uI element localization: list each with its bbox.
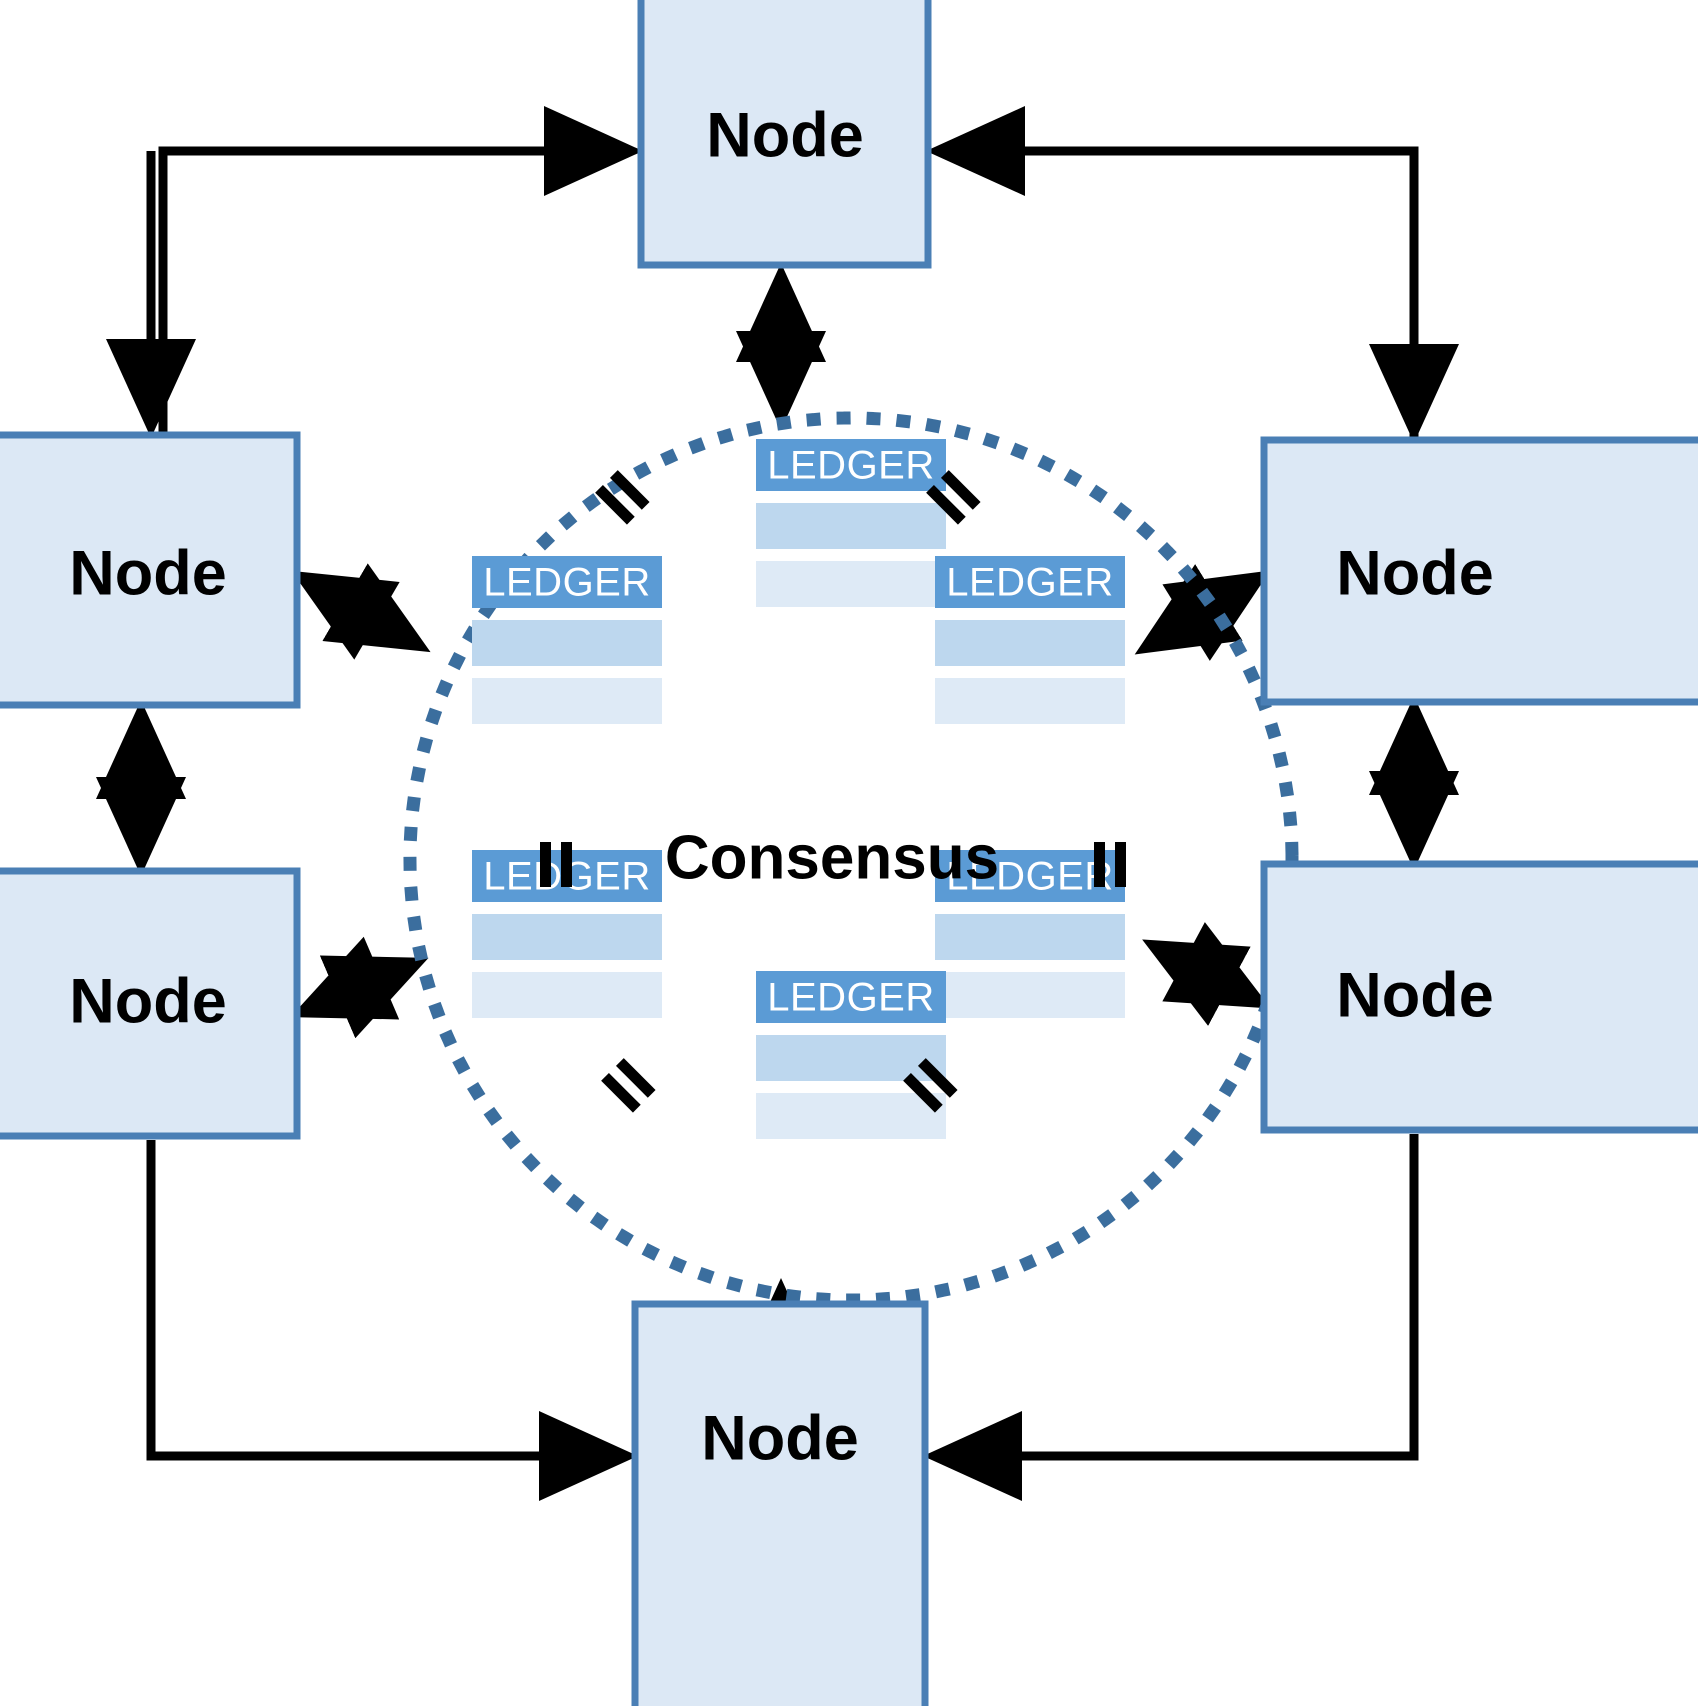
node-left-lower[interactable]: Node xyxy=(0,867,301,1140)
consensus-label: Consensus xyxy=(665,823,999,892)
ledger-top-row-2 xyxy=(756,561,946,607)
spoke-left-upper xyxy=(291,563,431,660)
ledger-right-upper-row-2 xyxy=(935,678,1125,724)
ledger-stacks: LEDGER LEDGER LEDGER LEDGER xyxy=(472,439,1125,1139)
ledger-left-upper-row-2 xyxy=(472,678,662,724)
node-bottom[interactable]: Node xyxy=(631,1300,929,1706)
node-right-upper[interactable]: Node xyxy=(1260,436,1698,706)
ledger-bottom-row-1 xyxy=(756,1035,946,1081)
arrow-rightupper-to-top xyxy=(926,106,1419,440)
equals-mid-right-icon xyxy=(1094,842,1126,887)
equals-bottom-right-icon xyxy=(903,1058,958,1113)
spoke-right-upper xyxy=(1134,564,1271,661)
node-left-upper-label: Node xyxy=(69,539,227,609)
node-left-upper[interactable]: Node xyxy=(0,431,301,709)
spoke-left-lower xyxy=(290,936,429,1039)
ledger-right-upper-header: LEDGER xyxy=(946,561,1114,605)
ledger-right-upper[interactable]: LEDGER xyxy=(935,556,1125,724)
ledger-left-upper-row-1 xyxy=(472,620,662,666)
ledger-left-lower-row-2 xyxy=(472,972,662,1018)
ledger-top[interactable]: LEDGER xyxy=(756,439,946,607)
ledger-bottom[interactable]: LEDGER xyxy=(756,971,946,1139)
ledger-left-upper-header: LEDGER xyxy=(483,561,651,605)
arrow-leftupper-to-top xyxy=(158,106,643,435)
node-left-lower-label: Node xyxy=(69,967,227,1037)
ledger-right-upper-row-1 xyxy=(935,620,1125,666)
ledger-top-header: LEDGER xyxy=(767,444,935,488)
consensus-circle xyxy=(403,411,1299,1307)
equals-bottom-left-icon xyxy=(601,1058,656,1113)
ledger-left-upper[interactable]: LEDGER xyxy=(472,556,662,724)
equals-top-left-icon xyxy=(595,470,650,525)
ledger-right-lower-row-2 xyxy=(935,972,1125,1018)
node-right-lower[interactable]: Node xyxy=(1260,860,1698,1134)
outer-ring-connectors xyxy=(96,106,1459,1501)
ledger-left-lower-row-1 xyxy=(472,914,662,960)
node-top-label: Node xyxy=(706,101,864,171)
arrow-rightlower-to-bottom xyxy=(923,1134,1419,1501)
node-right-lower-label: Node xyxy=(1336,961,1494,1031)
ledger-right-lower-header: LEDGER xyxy=(946,855,1114,899)
arrow-leftlower-to-bottom xyxy=(146,1140,638,1501)
ledger-right-lower[interactable]: LEDGER xyxy=(935,850,1125,1018)
ledger-right-lower-row-1 xyxy=(935,914,1125,960)
node-right-upper-label: Node xyxy=(1336,539,1494,609)
ledger-top-row-1 xyxy=(756,503,946,549)
equals-mid-left-icon xyxy=(540,842,572,887)
node-top[interactable]: Node xyxy=(637,0,932,269)
equals-top-right-icon xyxy=(926,470,981,525)
ledger-bottom-row-2 xyxy=(756,1093,946,1139)
node-bottom-label: Node xyxy=(701,1404,859,1474)
spoke-right-lower xyxy=(1142,922,1271,1026)
equals-marks xyxy=(540,470,1126,1113)
ledger-bottom-header: LEDGER xyxy=(767,976,935,1020)
